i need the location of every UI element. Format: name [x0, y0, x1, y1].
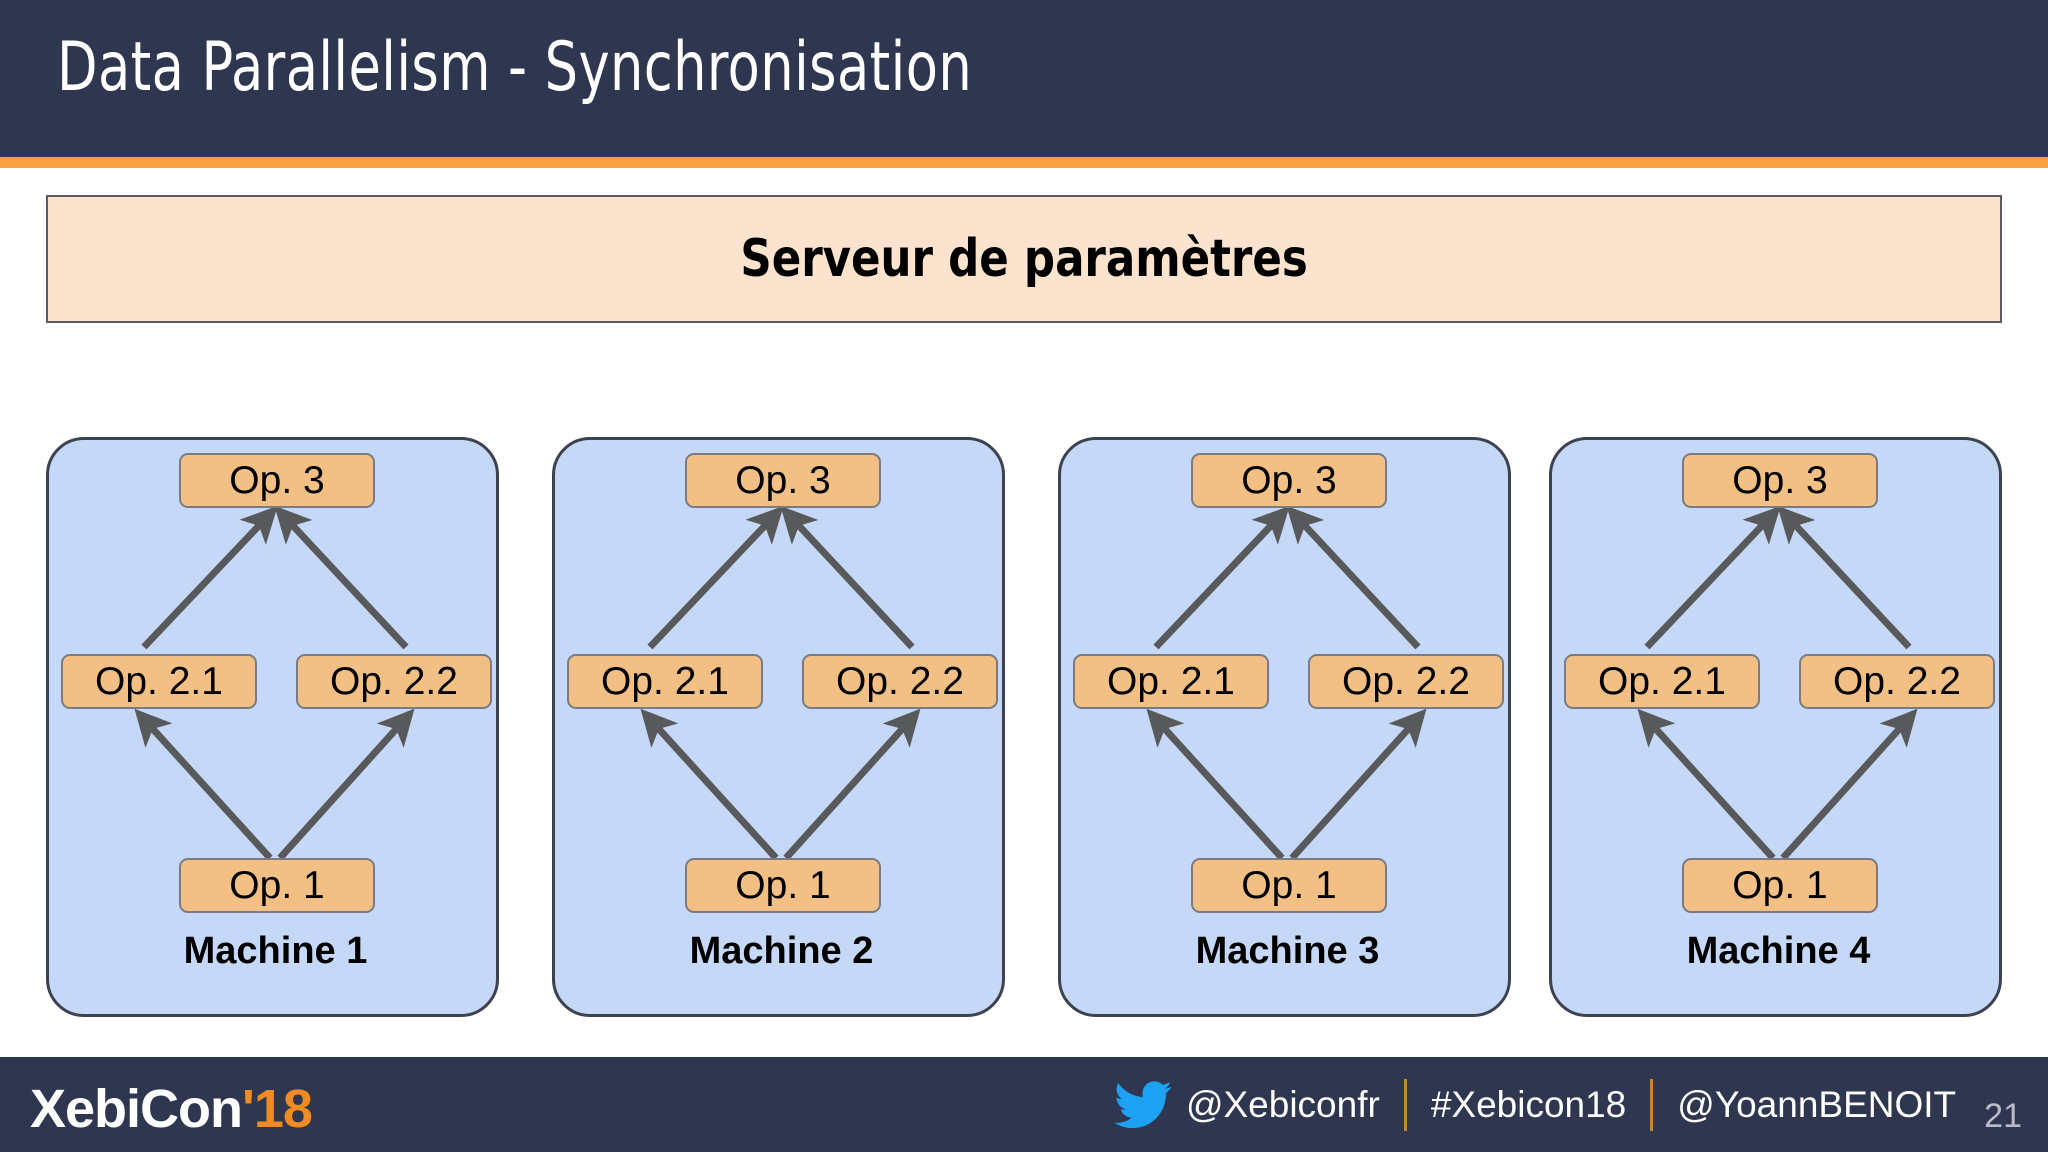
slide-footer-bar — [0, 1057, 2048, 1152]
machine-label: Machine 3 — [1195, 930, 1380, 972]
footer-divider-2 — [1650, 1078, 1654, 1131]
dataflow-arrows-2 — [640, 505, 921, 861]
parameter-server-label: Serveur de paramètres — [740, 229, 1308, 289]
twitter-icon[interactable] — [1114, 1080, 1172, 1129]
op-node-left[interactable]: Op. 2.1 — [1073, 654, 1269, 709]
dataflow-arrows-3 — [1146, 505, 1427, 861]
machine-label: Machine 2 — [689, 930, 874, 972]
op-node-top[interactable]: Op. 3 — [1682, 453, 1878, 508]
machine-panel-4-inner: Op. 3 Op. 2.1 Op. 2.2 Op. 1 Machine 4 — [1552, 440, 2005, 1020]
op-node-top[interactable]: Op. 3 — [179, 453, 375, 508]
op-node-right[interactable]: Op. 2.2 — [296, 654, 492, 709]
machines-row: Op. 3 Op. 2.1 Op. 2.2 Op. 1 Machine 1 Op… — [46, 437, 2002, 1017]
machine-panel-3-inner: Op. 3 Op. 2.1 Op. 2.2 Op. 1 Machine 3 — [1061, 440, 1514, 1020]
machine-panel-1-inner: Op. 3 Op. 2.1 Op. 2.2 Op. 1 Machine 1 — [49, 440, 502, 1020]
op-node-bottom[interactable]: Op. 1 — [1682, 858, 1878, 913]
page-number: 21 — [1984, 1097, 2022, 1135]
footer-divider-1 — [1403, 1078, 1407, 1131]
footer-social-group: @Xebiconfr #Xebicon18 @YoannBENOIT 21 — [1114, 1057, 2022, 1152]
xebicon-logo-year: '18 — [242, 1079, 313, 1139]
machine-panel-4[interactable]: Op. 3 Op. 2.1 Op. 2.2 Op. 1 Machine 4 — [1549, 437, 2002, 1017]
xebicon-logo: XebiCon'18 — [30, 1078, 313, 1140]
header-accent-line — [0, 157, 2048, 168]
page-title: Data Parallelism - Synchronisation — [57, 28, 973, 107]
op-node-right[interactable]: Op. 2.2 — [1308, 654, 1504, 709]
machine-panel-3[interactable]: Op. 3 Op. 2.1 Op. 2.2 Op. 1 Machine 3 — [1058, 437, 1511, 1017]
machine-panel-2-inner: Op. 3 Op. 2.1 Op. 2.2 Op. 1 Machine 2 — [555, 440, 1008, 1020]
twitter-handle[interactable]: @Xebiconfr — [1185, 1083, 1380, 1125]
op-node-left[interactable]: Op. 2.1 — [567, 654, 763, 709]
machine-label: Machine 4 — [1686, 930, 1871, 972]
op-node-bottom[interactable]: Op. 1 — [685, 858, 881, 913]
op-node-left[interactable]: Op. 2.1 — [61, 654, 257, 709]
machine-label: Machine 1 — [183, 930, 368, 972]
op-node-bottom[interactable]: Op. 1 — [1191, 858, 1387, 913]
machine-panel-1[interactable]: Op. 3 Op. 2.1 Op. 2.2 Op. 1 Machine 1 — [46, 437, 499, 1017]
dataflow-arrows-4 — [1637, 505, 1918, 861]
op-node-right[interactable]: Op. 2.2 — [1799, 654, 1995, 709]
slide-header-bar — [0, 0, 2048, 157]
xebicon-logo-main: XebiCon — [30, 1079, 243, 1139]
machine-panel-2[interactable]: Op. 3 Op. 2.1 Op. 2.2 Op. 1 Machine 2 — [552, 437, 1005, 1017]
dataflow-arrows-1 — [134, 505, 415, 861]
event-hashtag[interactable]: #Xebicon18 — [1430, 1083, 1627, 1125]
op-node-left[interactable]: Op. 2.1 — [1564, 654, 1760, 709]
op-node-top[interactable]: Op. 3 — [685, 453, 881, 508]
op-node-top[interactable]: Op. 3 — [1191, 453, 1387, 508]
op-node-bottom[interactable]: Op. 1 — [179, 858, 375, 913]
parameter-server-banner: Serveur de paramètres — [46, 195, 2002, 323]
speaker-handle[interactable]: @YoannBENOIT — [1677, 1083, 1957, 1125]
op-node-right[interactable]: Op. 2.2 — [802, 654, 998, 709]
